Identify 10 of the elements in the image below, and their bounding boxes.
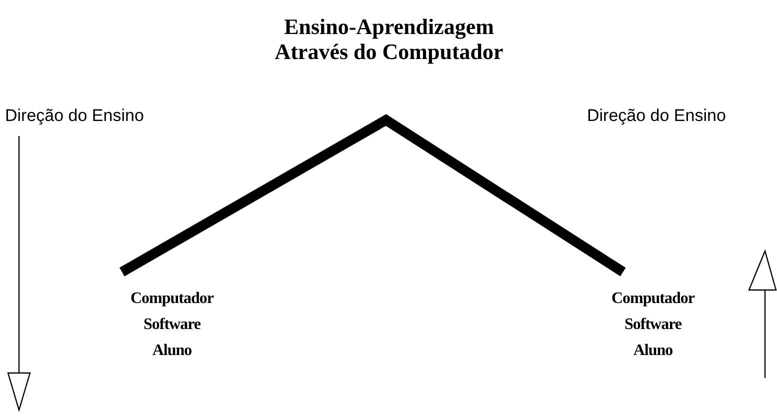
- direction-label: Direção do Ensino: [587, 106, 726, 126]
- node-text: Software: [624, 315, 682, 335]
- node-text: Aluno: [633, 341, 673, 361]
- node-text: Computador: [130, 289, 214, 309]
- node-text: Software: [143, 315, 201, 335]
- node-text: Computador: [611, 289, 694, 309]
- direction-label: Direção do Ensino: [5, 106, 144, 126]
- roof-line: [120, 114, 626, 276]
- title: Ensino-Aprendizagem Através do Computador: [274, 14, 504, 64]
- node-text: Aluno: [152, 341, 192, 361]
